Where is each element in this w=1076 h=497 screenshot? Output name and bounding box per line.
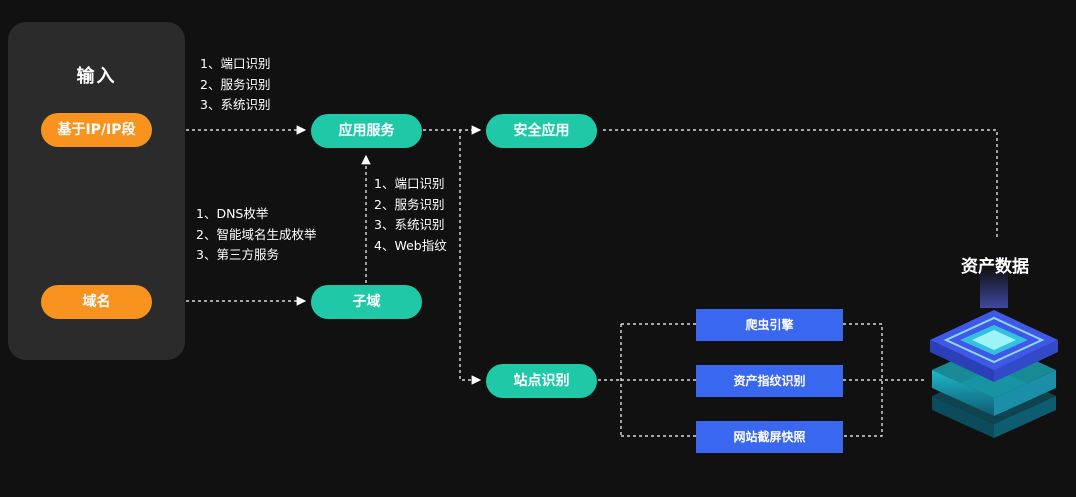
input-ip[interactable]: 基于IP/IP段 — [41, 113, 152, 147]
input-panel-title: 输入 — [76, 66, 117, 87]
tool-fingerprint[interactable]: 资产指纹识别 — [696, 365, 843, 397]
input-domain[interactable]: 域名 — [41, 285, 152, 319]
asset-database-icon — [930, 268, 1058, 438]
asset-data-title: 资产数据 — [961, 257, 1029, 277]
node-subdomain[interactable]: 子域 — [311, 285, 422, 319]
ip-steps-note: 1、端口识别 2、服务识别 3、系统识别 — [200, 56, 271, 112]
domain-steps-note: 1、DNS枚举 2、智能域名生成枚举 3、第三方服务 — [196, 206, 317, 262]
node-security-app[interactable]: 安全应用 — [486, 114, 597, 148]
arrow-app-to-site — [459, 130, 482, 385]
node-site-identify[interactable]: 站点识别 — [486, 364, 597, 398]
line-security-to-asset — [603, 129, 998, 238]
bracket-right — [843, 323, 883, 437]
node-app-service[interactable]: 应用服务 — [311, 114, 422, 148]
subdomain-steps-note: 1、端口识别 2、服务识别 3、系统识别 4、Web指纹 — [374, 176, 447, 253]
tool-screenshot[interactable]: 网站截屏快照 — [696, 421, 843, 453]
tool-crawler[interactable]: 爬虫引擎 — [696, 309, 843, 341]
